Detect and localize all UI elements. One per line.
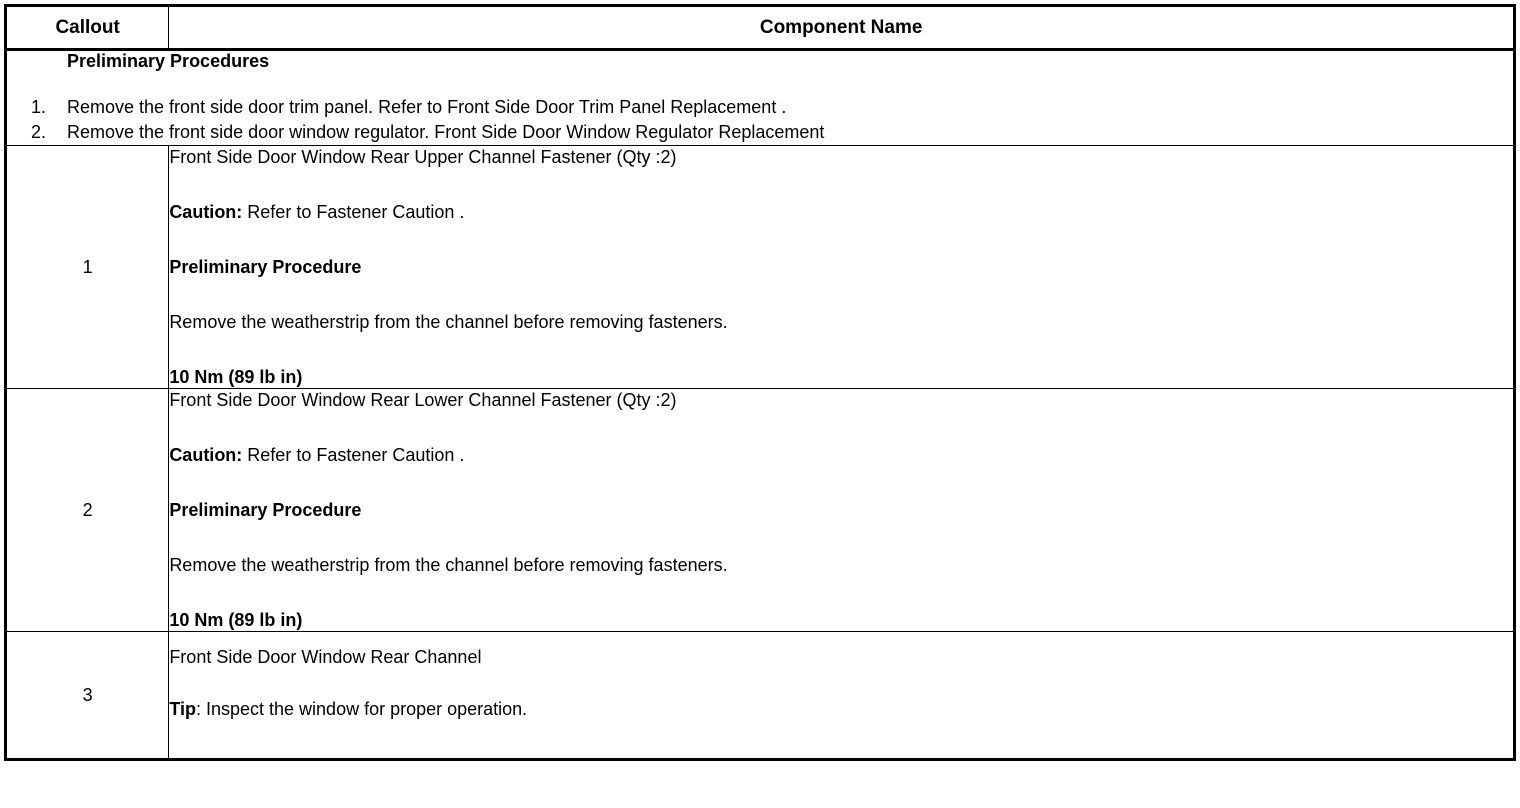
preliminary-procedure-heading: Preliminary Procedure <box>169 257 362 277</box>
preliminary-procedures-row: Preliminary Procedures 1. Remove the fron… <box>5 49 1515 146</box>
table-row: 1 Front Side Door Window Rear Upper Chan… <box>4 145 1515 389</box>
caution-note: Caution: Refer to Fastener Caution . <box>169 201 1513 223</box>
table-row: 2 Front Side Door Window Rear Lower Chan… <box>4 388 1515 632</box>
list-item-number: 2. <box>31 122 47 142</box>
column-header-component-name: Component Name <box>168 5 1515 51</box>
table-row: 3 Front Side Door Window Rear Channel Ti… <box>4 631 1515 760</box>
list-item: 1. Remove the front side door trim panel.… <box>7 95 1513 120</box>
list-item-text: Remove the front side door trim panel. R… <box>67 97 787 117</box>
table-body: Preliminary Procedures 1. Remove the fron… <box>4 49 1515 760</box>
list-item: 2. Remove the front side door window regu… <box>7 120 1513 145</box>
preliminary-procedure-text: Remove the weatherstrip from the channel… <box>169 555 728 575</box>
callout-number: 2 <box>4 388 170 632</box>
column-header-callout: Callout <box>4 5 170 51</box>
caution-text: Refer to Fastener Caution . <box>242 202 465 222</box>
preliminary-procedure-heading: Preliminary Procedure <box>169 500 362 520</box>
callout-number: 3 <box>4 631 170 760</box>
tip-note: Tip: Inspect the window for proper opera… <box>169 698 1513 720</box>
tip-text: : Inspect the window for proper operatio… <box>195 699 528 719</box>
preliminary-steps-list: 1. Remove the front side door trim panel.… <box>7 95 1513 145</box>
caution-note: Caution: Refer to Fastener Caution . <box>169 444 1513 466</box>
torque-specification: 10 Nm (89 lb in) <box>169 367 303 387</box>
component-title: Front Side Door Window Rear Lower Channe… <box>169 390 677 410</box>
component-description-cell: Front Side Door Window Rear Lower Channe… <box>168 388 1515 632</box>
preliminary-procedure-text: Remove the weatherstrip from the channel… <box>169 312 728 332</box>
callout-component-table: Callout Component Name Preliminary Proce… <box>4 4 1516 761</box>
tip-label: Tip <box>169 699 196 719</box>
component-title: Front Side Door Window Rear Channel <box>169 647 482 667</box>
table-header-row: Callout Component Name <box>4 5 1515 51</box>
preliminary-procedures-cell: Preliminary Procedures 1. Remove the fron… <box>5 49 1515 146</box>
torque-specification: 10 Nm (89 lb in) <box>169 610 303 630</box>
component-title: Front Side Door Window Rear Upper Channe… <box>169 147 677 167</box>
caution-label: Caution: <box>169 202 243 222</box>
callout-number: 1 <box>4 145 170 389</box>
component-description-cell: Front Side Door Window Rear Upper Channe… <box>168 145 1515 389</box>
caution-text: Refer to Fastener Caution . <box>242 445 465 465</box>
component-description-cell: Front Side Door Window Rear Channel Tip:… <box>168 631 1515 760</box>
list-item-number: 1. <box>31 97 47 117</box>
preliminary-procedures-title: Preliminary Procedures <box>67 51 270 71</box>
list-item-text: Remove the front side door window regula… <box>67 122 825 142</box>
caution-label: Caution: <box>169 445 243 465</box>
